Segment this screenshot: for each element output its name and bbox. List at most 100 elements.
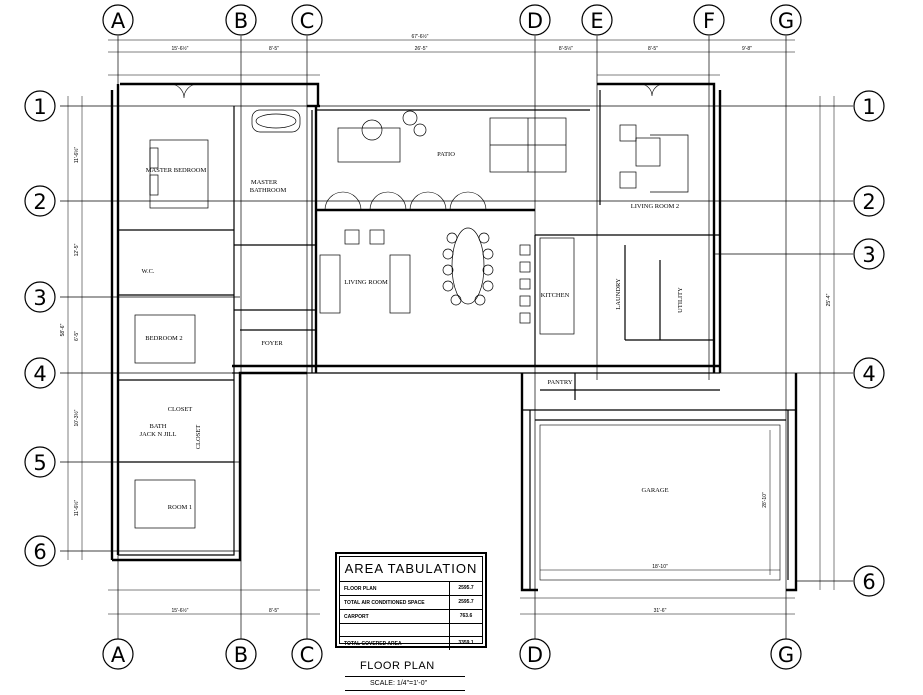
grid-label-d-bottom: D [527, 643, 543, 667]
dim-row34: 6'-5" [74, 331, 80, 341]
grid-label-6-left: 6 [33, 540, 46, 564]
grid-bubble-f-top [693, 4, 725, 36]
grid-bubble-g-bottom [770, 638, 802, 670]
label-patio: PATIO [437, 151, 455, 158]
plan-title-underline [345, 676, 465, 677]
grid-label-4-left: 4 [33, 362, 46, 386]
patio-sofa [337, 127, 401, 163]
dim-bottom-ab: 15'-6½" [172, 607, 189, 614]
room-labels: MASTER BEDROOM MASTER BATHROOM PATIO LIV… [140, 151, 684, 511]
area-row-label: TOTAL AIR CONDITIONED SPACE [344, 599, 425, 606]
label-master-bedroom: MASTER BEDROOM [146, 167, 207, 174]
bathtub [251, 109, 301, 133]
grid-label-2-right: 2 [862, 190, 875, 214]
label-pantry: PANTRY [547, 379, 572, 386]
dimension-lines-top: 67'-6½" 15'-6½" 8'-5" 26'-5" 8'-5½" 8'-5… [108, 33, 795, 76]
grid-label-3-right: 3 [862, 243, 875, 267]
area-row-label: FLOOR PLAN [344, 585, 377, 592]
grid-bubble-e-top [581, 4, 613, 36]
grid-bubble-c-bottom [291, 638, 323, 670]
label-closet-2: CLOSET [195, 425, 202, 450]
grid-label-g-top: G [778, 9, 794, 33]
living-sofa-right [389, 254, 411, 314]
kitchen-island [539, 237, 575, 335]
grid-label-f-top: F [703, 9, 715, 33]
grid-bubble-1-left [24, 90, 56, 122]
label-kitchen: KITCHEN [541, 292, 570, 299]
grid-bubble-a-top [102, 4, 134, 36]
grid-bubble-6-right [853, 565, 885, 597]
label-bath: BATH [150, 423, 167, 430]
living-2-sofa [650, 134, 689, 193]
grid-bubble-3-right [853, 238, 885, 270]
grid-bubble-a-bottom [102, 638, 134, 670]
grid-bubble-b-bottom [225, 638, 257, 670]
interior-walls [118, 106, 720, 463]
grid-label-3-left: 3 [33, 286, 46, 310]
label-utility: UTILITY [677, 287, 684, 313]
dim-bc-top: 8'-5" [269, 46, 279, 52]
patio-doors [169, 83, 665, 211]
grid-label-4-right: 4 [862, 362, 875, 386]
area-row-label: CARPORT [344, 613, 369, 620]
grid-label-1-right: 1 [862, 95, 875, 119]
dim-bottom-bc: 8'-5" [269, 608, 279, 614]
area-row-value: 2595.7 [449, 596, 482, 609]
dim-garage-height: 28'-10" [762, 492, 768, 508]
dim-fg-top: 9'-8" [742, 46, 752, 52]
dim-row45: 10'-3½" [73, 409, 80, 426]
dim-de-top: 8'-5½" [559, 45, 573, 52]
grid-label-e-top: E [590, 9, 603, 33]
grid-label-5-left: 5 [33, 451, 46, 475]
area-row-value: 763.6 [449, 610, 482, 623]
oval-dining-table [451, 227, 485, 305]
grid-bubble-4-right [853, 357, 885, 389]
plan-scale: SCALE: 1/4"=1'-0" [370, 680, 428, 687]
area-row-floor-plan: FLOOR PLAN 2595.7 [340, 582, 482, 596]
label-master-bath-2: BATHROOM [250, 187, 287, 194]
grid-label-2-left: 2 [33, 190, 46, 214]
label-wc: W.C. [141, 268, 154, 275]
grid-label-c-top: C [300, 9, 315, 33]
label-garage: GARAGE [641, 487, 668, 494]
label-jack-n-jill: JACK N JILL [140, 431, 177, 438]
dim-overall-top: 67'-6½" [412, 33, 429, 40]
area-row-carport: CARPORT 763.6 [340, 610, 482, 624]
label-foyer: FOYER [261, 340, 283, 347]
grid-bubble-1-right [853, 90, 885, 122]
dim-garage-width: 18'-10" [652, 564, 668, 570]
grid-label-a-bottom: A [111, 643, 126, 667]
grid-bubbles-bottom: A B C D G [102, 638, 802, 670]
garage-dimensions: 18'-10" 28'-10" [540, 430, 780, 575]
grid-bubbles-left: 1 2 3 4 5 6 [24, 90, 56, 567]
plan-title: FLOOR PLAN [360, 660, 435, 672]
area-tabulation-title: AREA TABULATION [340, 557, 482, 582]
grid-bubble-6-left [24, 535, 56, 567]
grid-bubble-5-left [24, 446, 56, 478]
grid-bubble-d-top [519, 4, 551, 36]
master-bed [149, 139, 209, 209]
area-row-air-conditioned: TOTAL AIR CONDITIONED SPACE 2595.7 [340, 596, 482, 610]
grid-label-1-left: 1 [33, 95, 46, 119]
grid-bubbles-right: 1 2 3 4 6 [853, 90, 885, 597]
grid-bubble-2-right [853, 185, 885, 217]
label-bedroom-2: BEDROOM 2 [145, 335, 182, 342]
dim-right-total: 25'-4" [826, 293, 832, 306]
grid-bubble-2-left [24, 185, 56, 217]
dimension-lines-right: 25'-4" [819, 96, 835, 590]
grid-bubble-g-top [770, 4, 802, 36]
plan-scale-underline [345, 690, 465, 691]
grid-label-b-bottom: B [234, 643, 248, 667]
label-living-room: LIVING ROOM [344, 279, 388, 286]
garage-bay [539, 424, 781, 581]
dim-cd-top: 26'-5" [415, 46, 428, 52]
area-tabulation-table: AREA TABULATION FLOOR PLAN 2595.7 TOTAL … [335, 552, 487, 650]
grid-bubble-d-bottom [519, 638, 551, 670]
area-row-value: 2595.7 [449, 582, 482, 595]
area-row-total-covered: TOTAL COVERED AREA 3359.1 [340, 637, 482, 650]
exterior-walls [110, 82, 798, 592]
area-row-label: TOTAL COVERED AREA [344, 640, 402, 647]
dim-row12: 11'-6½" [73, 147, 80, 164]
dimension-lines-bottom: 15'-6½" 8'-5" 31'-6" [108, 589, 795, 615]
